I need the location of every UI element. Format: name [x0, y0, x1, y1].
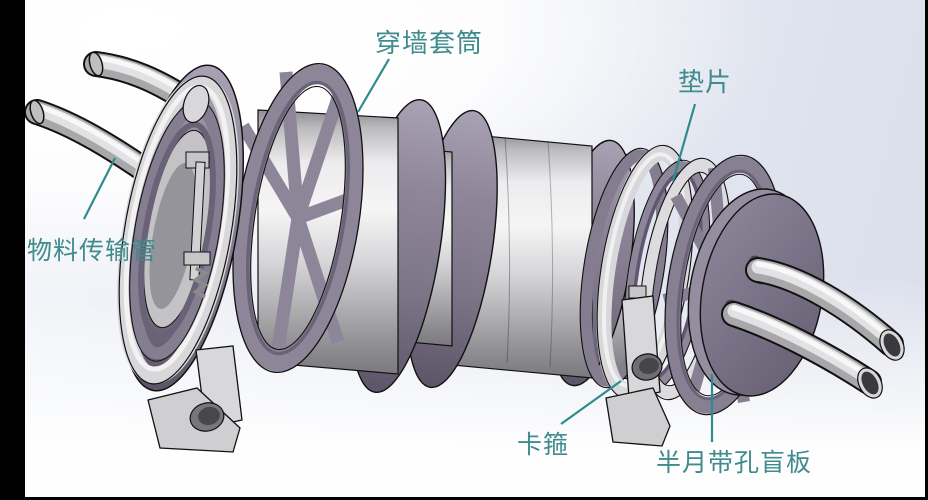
- pipe-end-cap: [29, 99, 45, 125]
- clamp-bracket-right: [605, 285, 671, 447]
- label-material-pipe: 物料传输管: [27, 237, 157, 265]
- label-clamp: 卡箍: [517, 431, 569, 459]
- label-blind-plate: 半月带孔盲板: [656, 449, 812, 477]
- leader-clamp: [560, 380, 622, 425]
- frame-left-bar: [0, 0, 25, 500]
- pipe-stub: [182, 84, 210, 124]
- label-sleeve: 穿墙套筒: [375, 29, 483, 58]
- clamp-tbolt-left: [183, 151, 211, 299]
- spoked-ring-left: [232, 62, 364, 374]
- left-flange-clamp: [117, 64, 245, 453]
- frame-right-bar: [925, 0, 928, 500]
- leader-gasket: [671, 103, 697, 182]
- right-end-cluster: [579, 144, 825, 447]
- pipe-open-end: [857, 368, 883, 398]
- transfer-pipes-right: [721, 255, 905, 399]
- pipe-end-cap: [88, 51, 104, 77]
- leader-material-pipe: [83, 157, 116, 220]
- leader-sleeve: [357, 58, 390, 113]
- clamp-bracket-left: [147, 345, 243, 453]
- frame-bottom-bar: [0, 497, 928, 500]
- pipe-open-end: [880, 330, 904, 360]
- label-gasket: 垫片: [678, 68, 732, 97]
